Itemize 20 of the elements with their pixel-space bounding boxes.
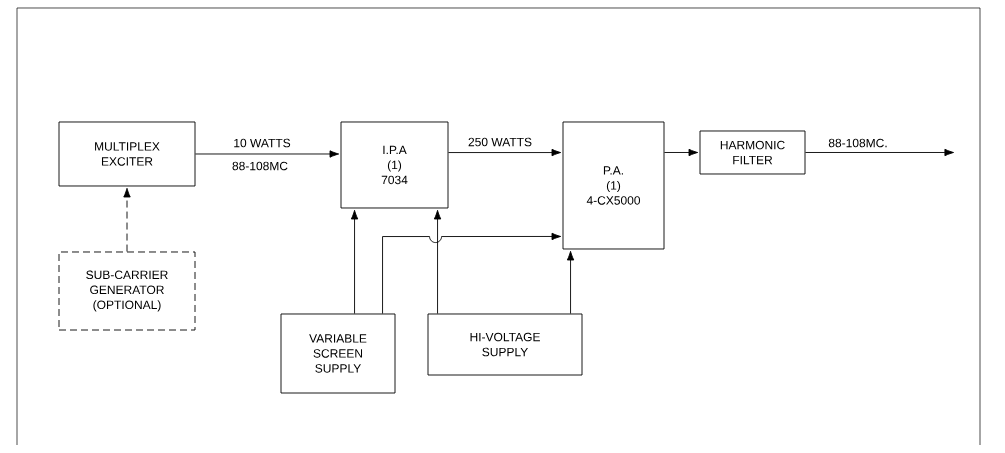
arrow bbox=[448, 148, 562, 157]
arrow bbox=[382, 232, 562, 314]
arrow bbox=[350, 209, 359, 314]
process-box: I.P.A (1) 7034 bbox=[340, 121, 449, 209]
process-box: VARIABLE SCREEN SUPPLY bbox=[280, 313, 396, 394]
arrow bbox=[195, 150, 340, 158]
process-box: HI-VOLTAGE SUPPLY bbox=[427, 313, 583, 376]
arrow bbox=[123, 187, 131, 252]
signal-label: 88-108MC bbox=[231, 160, 289, 172]
process-box: SUB-CARRIER GENERATOR (OPTIONAL) bbox=[58, 251, 196, 331]
arrow bbox=[433, 209, 442, 314]
process-box: HARMONIC FILTER bbox=[699, 130, 806, 175]
process-box: P.A. (1) 4-CX5000 bbox=[562, 121, 665, 250]
edge-label: 250 WATTS bbox=[467, 136, 533, 148]
process-box: MULTIPLEX EXCITER bbox=[58, 121, 196, 187]
arrow bbox=[664, 148, 699, 157]
arrow bbox=[566, 250, 575, 314]
edge-label: 88-108MC. bbox=[827, 137, 889, 149]
edge-label: 10 WATTS bbox=[232, 137, 292, 149]
arrow bbox=[805, 148, 954, 157]
